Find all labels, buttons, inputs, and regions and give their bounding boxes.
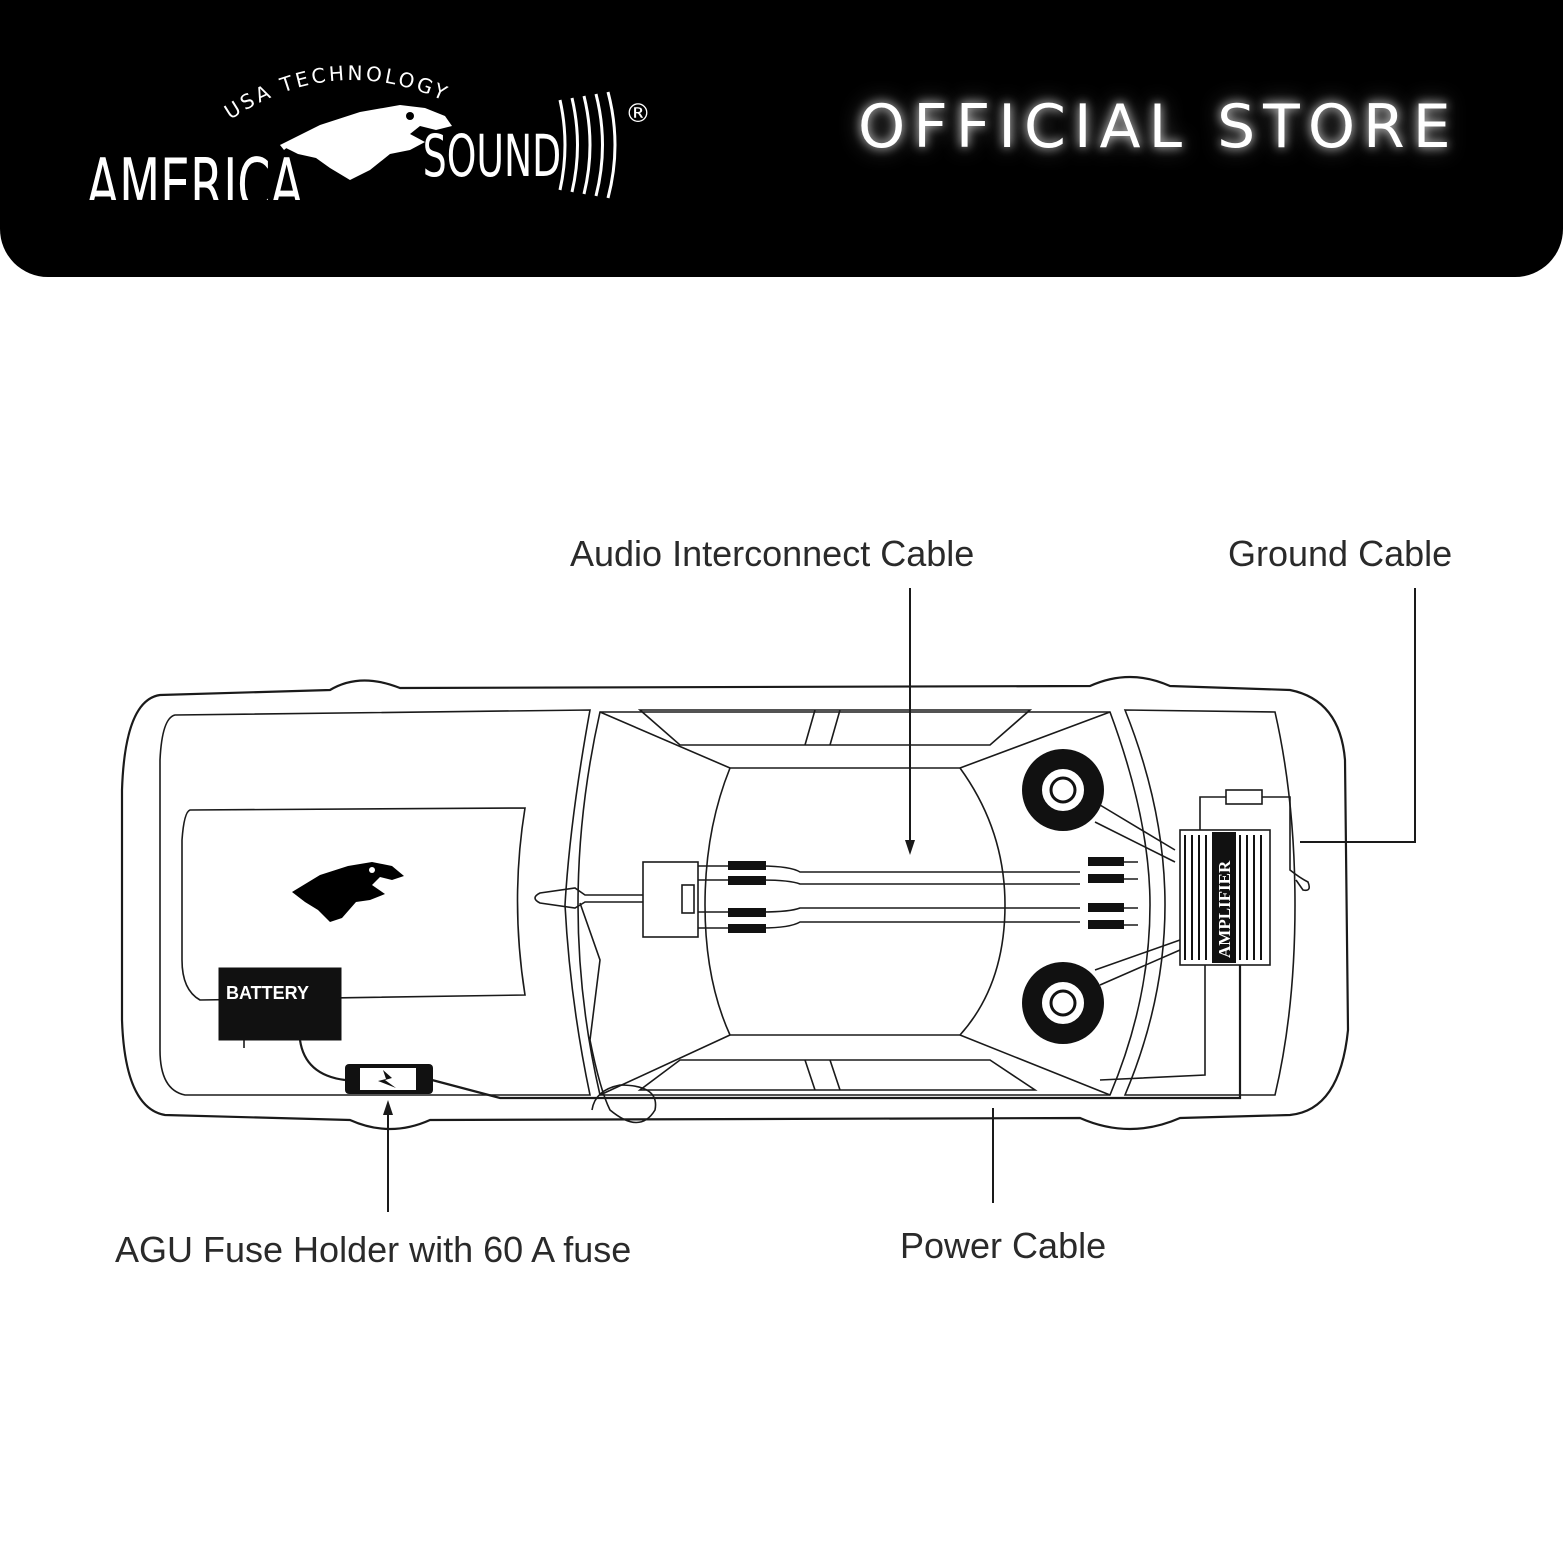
- eagle-head-icon: [280, 105, 452, 180]
- fuse-holder-component: [345, 1064, 433, 1094]
- power-cable: [298, 965, 1242, 1100]
- eagle-emblem-icon: [292, 862, 404, 922]
- windshield: [637, 709, 1033, 746]
- amplifier-component: AMPLIFIER: [1179, 829, 1271, 966]
- speaker-top-icon: [1022, 749, 1104, 831]
- registered-mark: ®: [625, 99, 651, 129]
- car-hood: [159, 709, 591, 1096]
- label-fuse-holder: AGU Fuse Holder with 60 A fuse: [115, 1229, 631, 1270]
- engine-bay: [181, 807, 526, 1001]
- logo-word-right: SOUND: [423, 124, 561, 190]
- header-banner: USA TECHNOLOGY AMERICA SOUND ® OFFICIAL …: [0, 0, 1563, 277]
- rear-window: [637, 1059, 1038, 1091]
- car-trunk: [1123, 709, 1296, 1096]
- speaker-bottom-icon: [1022, 962, 1104, 1044]
- sound-wave-icon: [558, 91, 617, 199]
- amplifier-label: AMPLIFIER: [1215, 860, 1234, 958]
- head-unit: [534, 861, 699, 938]
- official-store-title: OFFICIAL STORE: [858, 92, 1459, 162]
- label-power-cable: Power Cable: [900, 1225, 1106, 1266]
- america-sound-logo: USA TECHNOLOGY AMERICA SOUND ®: [87, 61, 651, 200]
- logo-word-left: AMERICA: [87, 144, 303, 200]
- battery-label: BATTERY: [226, 983, 309, 1003]
- car-outer-body: [120, 675, 1350, 1131]
- audio-interconnect-cables: [698, 857, 1138, 933]
- car-cabin-outer: [577, 711, 1151, 1096]
- amp-fuse: [1225, 789, 1263, 805]
- label-ground-cable: Ground Cable: [1228, 533, 1452, 574]
- label-audio-interconnect-cable: Audio Interconnect Cable: [570, 533, 974, 574]
- battery-component: BATTERY: [218, 967, 342, 1048]
- ground-cable-leader: [1300, 588, 1416, 843]
- car-roof: [704, 767, 1006, 1036]
